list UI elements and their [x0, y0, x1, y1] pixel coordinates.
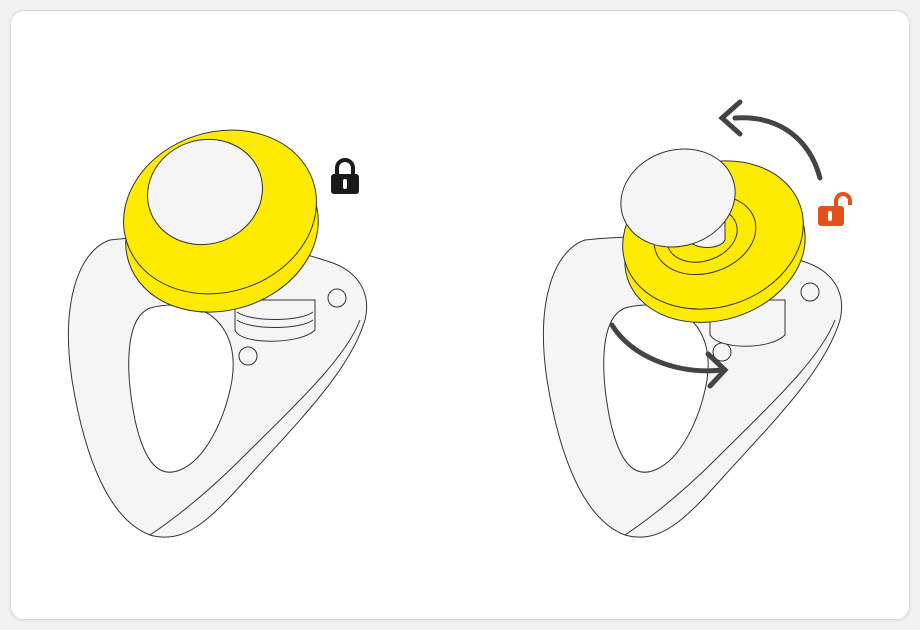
- counterclockwise-arrow-icon: [718, 99, 823, 181]
- clockwise-arrow-icon: [609, 322, 729, 389]
- locked-hanger: [68, 129, 367, 538]
- hanger-plate-edge: [149, 319, 361, 536]
- spring: [234, 299, 316, 342]
- knob-cap: [147, 138, 263, 246]
- knob-cap: [620, 148, 736, 248]
- rivet: [238, 346, 258, 366]
- rivet: [327, 288, 347, 308]
- hanger-plate-edge: [624, 319, 836, 536]
- lock-open-icon: [818, 192, 852, 226]
- rivet: [800, 282, 820, 302]
- unlocked-hanger: [543, 148, 842, 538]
- lock-closed-icon: [331, 158, 359, 194]
